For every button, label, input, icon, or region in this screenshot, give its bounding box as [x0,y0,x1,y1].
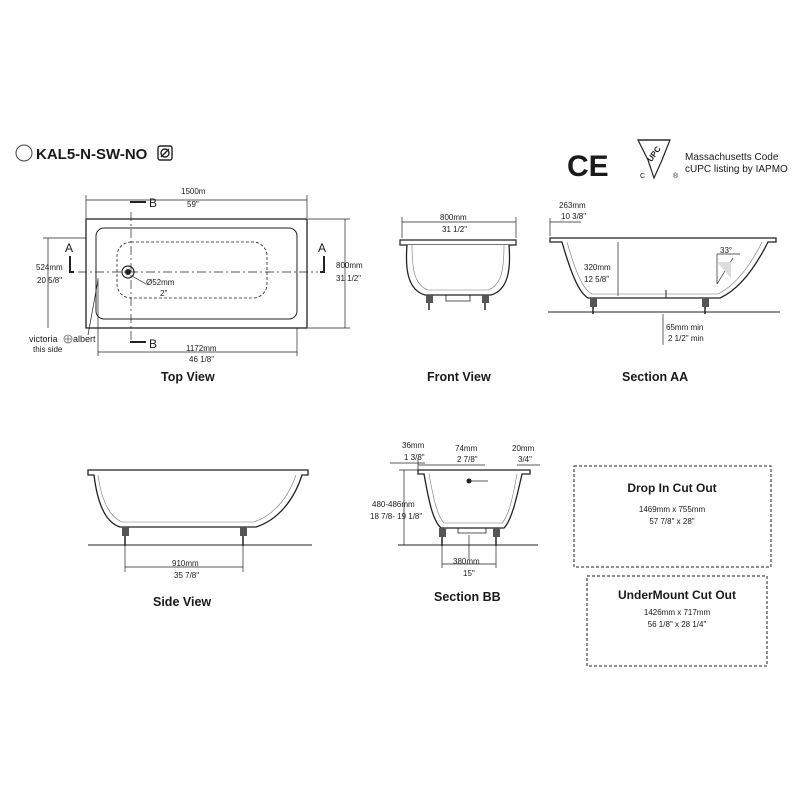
bb-rim-mm: 36mm [402,441,425,450]
side-foot-left [122,527,129,536]
top-width-in: 59" [187,200,199,209]
aa-depth-mm: 320mm [584,263,611,272]
bb-rim-in: 1 3/8" [404,453,425,462]
svg-text:albert: albert [73,334,96,344]
bb-foot-left [439,528,446,537]
svg-text:A: A [65,241,73,255]
bb-height-mm: 480-486mm [372,500,415,509]
cert-line-2: cUPC listing by IAPMO [685,164,788,175]
top-view: Ø52mm 2" A A B B 1500m 59" 800mm 31 1/2" [29,187,363,384]
aa-angle: 33° [720,246,732,255]
upc-shield-icon: UPC C ® [637,139,679,180]
bb-feet-mm: 380mm [453,557,480,566]
top-view-outline [85,218,308,329]
top-height-in: 31 1/2" [336,274,361,283]
victoria-albert-logo: victoria albert [29,334,96,344]
angle-indicator [716,253,740,285]
front-foot-right [482,295,489,303]
bb-lip-mm: 20mm [512,444,535,453]
aa-clearance-mm: 65mm min [666,323,703,332]
section-b-marker-top: B [130,196,157,210]
aa-foot-left [590,298,597,307]
top-view-caption: Top View [161,370,215,384]
front-view-rim [399,239,517,246]
bb-overflow-mm: 74mm [455,444,478,453]
section-a-marker-right: A [318,241,326,273]
cert-line-1: Massachusetts Code [685,152,779,163]
drain-leader [131,275,147,285]
drop-in-size-mm: 1469mm x 755mm [639,505,706,514]
drain-offset-mm: 524mm [36,263,63,272]
front-view-body [405,244,511,296]
bb-overflow-in: 2 7/8" [457,455,478,464]
side-feet-mm: 910mm [172,559,199,568]
section-bb-profile [417,469,531,529]
section-a-marker-left: A [65,241,74,273]
side-foot-right [240,527,247,536]
front-foot-left [426,295,433,303]
svg-text:B: B [149,337,157,351]
side-feet-in: 35 7/8" [174,571,199,580]
top-height-mm: 800mm [336,261,363,270]
undermount-title: UnderMount Cut Out [618,588,736,602]
side-view: 910mm 35 7/8" Side View [87,469,312,609]
top-view-basin [116,241,268,299]
bb-feet-in: 15" [463,569,475,578]
drain-offset-in: 20 5/8" [37,276,62,285]
overflow-icon [466,478,488,484]
aa-depth-in: 12 5/8" [584,275,609,284]
svg-text:B: B [149,196,157,210]
aa-foot-right [702,298,709,307]
bb-foot-right [493,528,500,537]
model-code: KAL5-N-SW-NO [36,146,148,163]
front-width-mm: 800mm [440,213,467,222]
section-aa: 263mm 10 3/8" 320mm 12 5/8" 33° 65mm min… [548,201,780,384]
bb-height-in: 18 7/8- 19 1/8" [370,512,422,521]
front-view: 800mm 31 1/2" Front View [399,213,517,384]
drain-diameter-in: 2" [160,289,167,298]
svg-text:victoria: victoria [29,334,58,344]
no-overflow-icon [157,145,173,161]
section-bb-caption: Section BB [434,590,501,604]
front-width-in: 31 1/2" [442,225,467,234]
bb-lip-in: 3/4" [518,455,532,464]
drop-in-title: Drop In Cut Out [627,481,716,495]
front-view-caption: Front View [427,370,491,384]
undermount-size-in: 56 1/8" x 28 1/4" [648,620,707,629]
top-view-inner-rim [95,227,298,320]
inner-length-mm: 1172mm [186,344,217,353]
inner-length-in: 46 1/8" [189,355,214,364]
section-aa-profile [549,237,777,299]
logo-leader [87,279,99,336]
upc-c-mark: C [640,173,645,180]
undermount-size-mm: 1426mm x 717mm [644,608,711,617]
section-aa-caption: Section AA [622,370,688,384]
undermount-cutout-box: UnderMount Cut Out 1426mm x 717mm 56 1/8… [586,575,768,667]
section-bb: 36mm 1 3/8" 74mm 2 7/8" 20mm 3/4" 480-48… [370,441,540,604]
aa-clearance-in: 2 1/2" min [668,334,704,343]
side-view-caption: Side View [153,595,211,609]
drop-in-cutout-box: Drop In Cut Out 1469mm x 755mm 57 7/8" x… [573,465,772,568]
upc-text: UPC [646,144,663,163]
drain-icon [121,265,135,279]
header: KAL5-N-SW-NO CE UPC C ® Massachusetts Co… [15,139,788,183]
logo-note: this side [33,345,63,354]
radio-circle-icon [15,144,33,162]
svg-text:A: A [318,241,326,255]
drop-in-size-in: 57 7/8" x 28" [649,517,694,526]
side-view-body [87,469,309,528]
ce-mark: CE [567,150,609,183]
aa-rim-mm: 263mm [559,201,586,210]
upc-r-mark: ® [673,172,679,180]
aa-rim-in: 10 3/8" [561,212,586,221]
drain-diameter: Ø52mm [146,278,175,287]
top-width-mm: 1500m [181,187,206,196]
section-b-marker-bottom: B [130,337,157,351]
